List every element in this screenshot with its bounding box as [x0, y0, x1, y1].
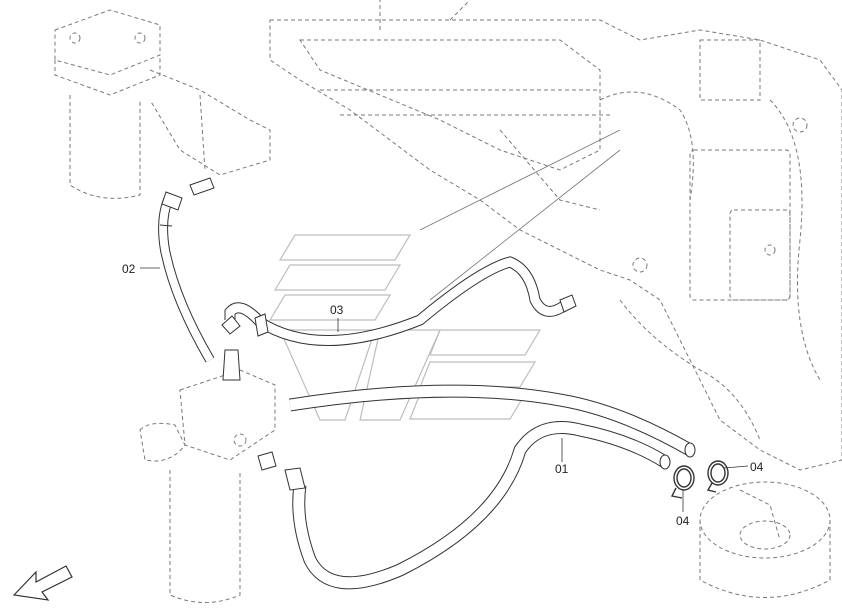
hose-clamp-04-right[interactable] — [706, 460, 729, 493]
hose-clamp-04-bottom[interactable] — [670, 465, 695, 499]
upper-filter-assembly — [54, 9, 271, 199]
lower-filter-assembly — [139, 369, 276, 603]
hose-03[interactable] — [221, 256, 577, 346]
hose-01[interactable] — [257, 384, 696, 590]
callout-02: 02 — [122, 262, 136, 276]
callout-03: 03 — [330, 303, 344, 317]
callout-leaders — [140, 267, 749, 512]
callout-01: 01 — [555, 462, 569, 476]
leader-lines — [419, 129, 621, 301]
engine-block — [269, 0, 842, 471]
callout-04-right: 04 — [750, 460, 764, 474]
reservoir-tank — [699, 481, 831, 598]
callout-04-bottom: 04 — [676, 514, 690, 528]
watermark-logo — [268, 234, 542, 421]
hose-02[interactable] — [158, 177, 215, 363]
direction-arrow-icon — [12, 565, 73, 601]
filter-fitting — [222, 349, 241, 381]
